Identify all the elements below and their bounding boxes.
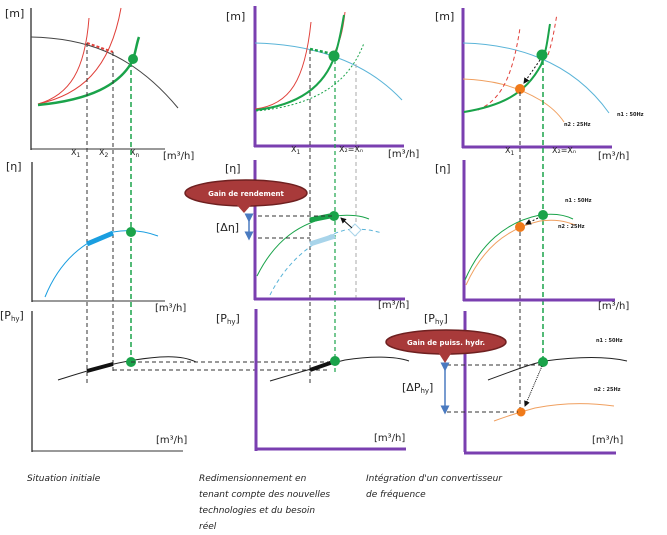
efficiency-gain-text: Gain de rendement [208, 190, 284, 198]
pump-diagram: [m] [m³/h] X1 X2 Xn [η] [m³/h] [Phy] [m³… [0, 6, 644, 455]
col2-system-curve-green-dashed [255, 42, 365, 112]
col2-head-flow-label: [m³/h] [388, 149, 419, 160]
col2-efficiency-chart: [η] [m³/h] [225, 160, 409, 311]
col3-x1-tick: X1 [505, 146, 514, 157]
col3-pump-curve-n1 [462, 42, 610, 114]
col3-head-n1-label: n1 : 50Hz [617, 112, 644, 118]
col2-pow-label: [Phy] [216, 312, 240, 326]
col2-eff-curve-old [269, 228, 383, 296]
col1-power-curve [57, 356, 197, 381]
col3-pow-n1-label: n1 : 50Hz [596, 338, 623, 344]
col2-eff-flow-label: [m³/h] [378, 300, 409, 311]
efficiency-gain-callout: Gain de rendement [184, 179, 308, 213]
col3-power-arrow [524, 365, 543, 407]
col3-eff-curve-n1 [464, 213, 574, 281]
delta-eta-label: [Δη] [216, 221, 239, 234]
col2-eff-arrow [340, 217, 353, 229]
col1-pow-label: [Phy] [0, 309, 24, 323]
col1-power-highlight [86, 362, 114, 373]
col2-power-highlight [309, 360, 334, 372]
col3-x2xn-tick: X₂=Xₙ [552, 146, 576, 155]
col1-eff-label: [η] [6, 160, 22, 173]
col2-green-dotted-segment [309, 47, 334, 56]
caption-resize: Redimensionnement en tenant compte des n… [199, 474, 331, 532]
delta-p-label: [ΔPhy] [402, 381, 433, 395]
col2-operating-point [328, 50, 340, 62]
col1-pow-flow-label: [m³/h] [156, 435, 187, 446]
col2-system-curve-green [255, 14, 345, 111]
col1-eff-highlight [86, 230, 114, 247]
col1-x2-tick: X2 [99, 148, 108, 159]
col3-eff-point-n2 [515, 222, 525, 232]
col3-power-chart: [Phy] [m³/h] n1 : 50Hz n2 : 25Hz [424, 311, 628, 455]
col2-power-curve [269, 356, 410, 382]
col3-head-label: [m] [435, 10, 454, 23]
col1-system-curve-2 [37, 7, 122, 105]
col3-head-flow-label: [m³/h] [598, 151, 629, 162]
col2-power-chart: [Phy] [m³/h] [216, 309, 410, 451]
col3-eff-flow-label: [m³/h] [598, 301, 629, 312]
col1-eff-flow-label: [m³/h] [155, 303, 186, 314]
col3-pump-curve-n2 [462, 78, 565, 123]
col2-old-point [348, 223, 362, 237]
col2-pow-flow-label: [m³/h] [374, 433, 405, 444]
col3-power-point-n2 [516, 407, 526, 417]
col3-head-n2-label: n2 : 25Hz [564, 122, 591, 128]
col3-head-arrow [523, 59, 541, 84]
col3-system-curve-red-1 [477, 27, 521, 111]
col3-system-curve-green [463, 23, 551, 113]
col3-eff-point-n1 [538, 210, 548, 220]
caption-initial: Situation initiale [27, 474, 101, 484]
col3-point-n1 [536, 49, 548, 61]
col2-x2xn-tick: X₂=Xₙ [339, 145, 363, 154]
col1-head-chart: [m] [m³/h] X1 X2 Xn [5, 7, 194, 162]
col3-efficiency-chart: [η] [m³/h] n1 : 50Hz n2 : 25Hz [435, 160, 629, 312]
col1-head-flow-label: [m³/h] [163, 151, 194, 162]
col1-head-label: [m] [5, 7, 24, 20]
power-gain-text: Gain de puiss. hydr. [407, 339, 485, 347]
col2-power-point [330, 356, 340, 366]
col1-power-chart: [Phy] [m³/h] [0, 309, 197, 452]
col3-pow-label: [Phy] [424, 312, 448, 326]
col3-power-curve-n2 [493, 403, 615, 422]
col2-eff-label: [η] [225, 162, 241, 175]
caption-frequency: Intégration d'un convertisseur de fréque… [366, 474, 502, 500]
col1-system-curve-nominal [37, 36, 141, 107]
col1-efficiency-chart: [η] [m³/h] [6, 160, 186, 314]
col1-red-dotted-segment [86, 42, 114, 53]
col3-system-curve-red-2 [547, 13, 558, 56]
col2-x1-tick: X1 [291, 145, 300, 156]
col3-head-chart: [m] [m³/h] n1 : 50Hz n2 : 25Hz X1 X₂=Xₙ [435, 8, 644, 162]
col2-head-label: [m] [226, 10, 245, 23]
col3-pow-n2-label: n2 : 25Hz [594, 387, 621, 393]
col3-eff-curve-n2 [465, 219, 576, 286]
col1-x1-tick: X1 [71, 148, 80, 159]
col3-power-curve-n1 [487, 357, 628, 381]
col1-pump-curve [30, 36, 179, 109]
col3-eff-n2-label: n2 : 25Hz [558, 224, 585, 230]
col3-power-point-n1 [538, 357, 548, 367]
power-gain-callout: Gain de puiss. hydr. [385, 329, 507, 363]
col2-system-curve-red [254, 21, 312, 110]
col1-eff-point [126, 227, 136, 237]
col3-pow-flow-label: [m³/h] [592, 435, 623, 446]
col2-eff-highlight-old [309, 233, 336, 247]
col2-head-chart: [m] [m³/h] X1 X₂=Xₙ [226, 6, 419, 160]
col3-eff-n1-label: n1 : 50Hz [565, 198, 592, 204]
col2-eff-point [329, 211, 339, 221]
col3-point-n2 [515, 84, 525, 94]
col1-system-curve-1 [37, 17, 90, 105]
col3-eff-label: [η] [435, 162, 451, 175]
col1-xn-tick: Xn [130, 148, 139, 159]
col1-operating-point [128, 54, 138, 64]
